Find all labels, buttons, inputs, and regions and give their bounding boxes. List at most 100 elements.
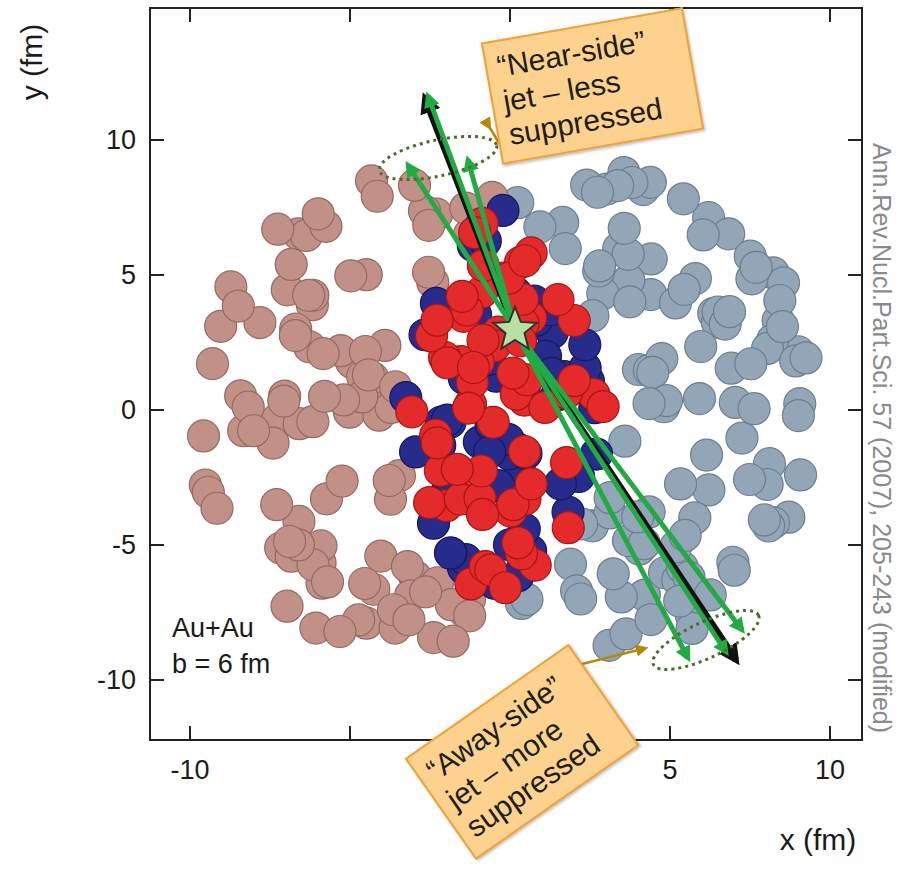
tick-mark: [189, 726, 191, 740]
participant-nucleon: [446, 280, 478, 312]
participant-nucleon: [396, 396, 428, 428]
spectator-nucleon: [201, 492, 233, 524]
spectator-nucleon: [684, 383, 716, 415]
tick-mark: [189, 8, 191, 22]
spectator-nucleon: [584, 250, 616, 282]
participant-nucleon: [453, 392, 485, 424]
tick-label: 5: [662, 755, 677, 786]
collision-point-star: [493, 307, 537, 349]
participant-nucleon: [434, 537, 466, 569]
participant-nucleon: [587, 391, 619, 423]
parton-arrow: [515, 330, 736, 660]
spectator-nucleon: [782, 400, 814, 432]
tick-label: -5: [112, 530, 136, 561]
spectator-nucleon: [785, 459, 817, 491]
tick-mark: [150, 139, 164, 141]
spectator-nucleon: [312, 566, 344, 598]
plot-frame: [150, 8, 862, 740]
spectator-nucleon: [735, 348, 767, 380]
spectator-nucleon: [274, 525, 306, 557]
spectator-nucleon: [238, 415, 270, 447]
spectator-nucleon: [326, 465, 358, 497]
tick-label: 10: [815, 755, 845, 786]
callout-text: “Near-side” jet – less suppressed: [494, 19, 690, 152]
spectator-nucleon: [279, 320, 311, 352]
spectator-nucleon: [271, 590, 303, 622]
participant-nucleon: [489, 572, 521, 604]
spectator-nucleon: [609, 425, 641, 457]
spectator-nucleon: [413, 256, 445, 288]
participant-nucleon: [542, 284, 574, 316]
spectator-nucleon: [393, 604, 425, 636]
tick-mark: [829, 726, 831, 740]
axis-ticks: [150, 8, 862, 740]
system-label: Au+Au: [172, 613, 254, 644]
spectator-nucleon: [361, 180, 393, 212]
near-side-callout: “Near-side” jet – less suppressed: [480, 7, 703, 164]
participant-nucleon: [509, 245, 541, 277]
callout-text: “Away-side” jet – more suppressed: [420, 659, 624, 845]
tick-mark: [848, 139, 862, 141]
away-side-callout: “Away-side” jet – more suppressed: [405, 644, 640, 860]
impact-parameter-label: b = 6 fm: [172, 649, 270, 680]
participant-nucleon: [421, 427, 453, 459]
tick-mark: [848, 274, 862, 276]
spectator-nucleon: [275, 248, 307, 280]
spectator-nucleon: [667, 183, 699, 215]
participant-nucleon: [497, 357, 529, 389]
spectator-nucleon: [335, 260, 367, 292]
spectator-nucleon: [740, 251, 772, 283]
jet-arrow: [408, 165, 515, 330]
participant-nucleon: [435, 537, 467, 569]
spectator-nucleon: [565, 583, 597, 615]
participant-nucleon: [414, 487, 446, 519]
participant-nucleon: [441, 453, 473, 485]
tick-mark: [848, 409, 862, 411]
spectator-nucleon: [222, 290, 254, 322]
spectator-nucleon: [597, 558, 629, 590]
spectator-nucleon: [668, 273, 700, 305]
tick-mark: [150, 544, 164, 546]
tick-mark: [349, 726, 351, 740]
spectator-nucleon: [726, 422, 758, 454]
spectator-nucleon: [637, 356, 669, 388]
tick-mark: [848, 679, 862, 681]
spectator-nucleon: [608, 212, 640, 244]
tick-label: 10: [106, 125, 136, 156]
axis-title: x (fm): [780, 823, 857, 857]
spectator-nucleon: [685, 331, 717, 363]
spectator-nucleon: [268, 385, 300, 417]
spectator-nucleon: [293, 279, 325, 311]
spectator-nucleon: [324, 615, 356, 647]
spectator-nucleon: [349, 567, 381, 599]
nucleons: [188, 157, 822, 662]
spectator-nucleon: [718, 554, 750, 586]
spectator-nucleon: [437, 625, 469, 657]
spectator-nucleon: [188, 420, 220, 452]
tick-mark: [150, 409, 164, 411]
spectator-nucleon: [581, 176, 613, 208]
spectator-nucleon: [748, 504, 780, 536]
spectator-nucleon: [714, 296, 746, 328]
spectator-nucleon: [373, 465, 405, 497]
jet-cone-ellipse: [376, 128, 501, 188]
spectator-nucleon: [302, 198, 334, 230]
spectator-nucleon: [790, 342, 822, 374]
participant-nucleon: [509, 435, 541, 467]
spectator-nucleon: [738, 393, 770, 425]
spectator-nucleon: [307, 338, 339, 370]
spectator-nucleon: [633, 388, 665, 420]
spectator-nucleon: [766, 311, 798, 343]
tick-label: 5: [121, 260, 136, 291]
jet-arrow: [515, 330, 742, 630]
tick-label: -10: [97, 665, 136, 696]
spectator-nucleon: [669, 519, 701, 551]
spectator-nucleon: [665, 468, 697, 500]
spectator-nucleon: [691, 439, 723, 471]
tick-mark: [150, 274, 164, 276]
tick-label: 0: [121, 395, 136, 426]
participant-nucleon: [552, 512, 584, 544]
jet-arrow: [515, 330, 726, 652]
jet-cone-ellipse: [646, 599, 766, 681]
